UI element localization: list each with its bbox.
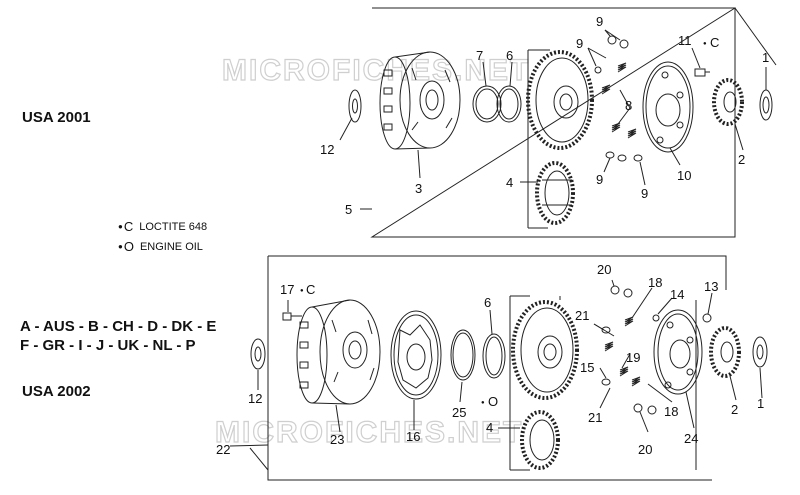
loctite-symbol: C [710, 35, 719, 50]
callout-14: 14 [670, 287, 684, 302]
part-14 [652, 314, 660, 322]
callout-6: 6 [484, 295, 491, 310]
legend-text: ENGINE OIL [139, 240, 203, 253]
callout-21: 21 [575, 308, 589, 323]
clutch-basket-3-top [379, 51, 461, 150]
callout-8: 8 [625, 98, 632, 113]
callout-22: 22 [216, 442, 230, 457]
variant-countries-line2: F - GR - I - J - UK - NL - P [20, 337, 196, 354]
callout-25: 25 [452, 405, 466, 420]
pressure-plate-24 [653, 309, 703, 395]
callout-18: 18 [648, 275, 662, 290]
gear-2-bottom [709, 326, 741, 378]
gear-4-top [535, 161, 575, 225]
bottom-assembly [229, 255, 768, 481]
bottom-callouts: 17 ● C 20 18 14 13 6 21 15 19 12 25 ● O … [216, 262, 764, 457]
ring-25 [450, 329, 476, 381]
callout-18: 18 [664, 404, 678, 419]
callout-15: 15 [580, 360, 594, 375]
callout-24: 24 [684, 431, 698, 446]
legend-engine-oil: ●O ENGINE OIL [118, 239, 203, 254]
callout-7: 7 [476, 48, 483, 63]
cups-9-top [594, 35, 643, 162]
oil-symbol: O [488, 394, 498, 409]
callout-12: 12 [320, 142, 334, 157]
callout-9: 9 [641, 186, 648, 201]
primary-gear-top [526, 50, 594, 150]
washer-1-top [759, 89, 773, 121]
gear-4-bottom [520, 410, 560, 470]
cups-20-bottom [601, 285, 657, 415]
screw-11-top [694, 68, 710, 77]
callout-4: 4 [506, 175, 513, 190]
variant-usa-2001: USA 2001 [22, 109, 91, 126]
legend-symbol: O [123, 239, 134, 254]
pressure-plate-10-top [642, 61, 694, 153]
callout-21: 21 [588, 410, 602, 425]
washer-12-top [348, 89, 362, 123]
loctite-symbol: C [306, 282, 315, 297]
callout-1: 1 [757, 396, 764, 411]
drop-icon: ● [118, 222, 123, 231]
nut-13 [702, 313, 712, 323]
clutch-basket-23 [296, 299, 381, 405]
callout-12: 12 [248, 391, 262, 406]
legend-text: LOCTITE 648 [139, 220, 208, 233]
callout-20: 20 [638, 442, 652, 457]
top-assembly [339, 7, 777, 238]
ring-6-top [496, 85, 522, 123]
callout-5: 5 [345, 202, 352, 217]
ring-6-bottom [482, 333, 506, 379]
springs-8-top [601, 62, 637, 139]
callout-1: 1 [762, 50, 769, 65]
callout-4: 4 [486, 420, 493, 435]
callout-13: 13 [704, 279, 718, 294]
drop-icon: ● [300, 288, 304, 294]
callout-9: 9 [576, 36, 583, 51]
variant-countries-line1: A - AUS - B - CH - D - DK - E [20, 318, 217, 335]
variant-usa-2002: USA 2002 [22, 383, 91, 400]
callout-6: 6 [506, 48, 513, 63]
callout-10: 10 [677, 168, 691, 183]
callout-16: 16 [406, 429, 420, 444]
drop-icon: ● [703, 41, 707, 47]
callout-19: 19 [626, 350, 640, 365]
ring-7-top [472, 85, 502, 123]
screw-17-bottom [282, 312, 302, 321]
callout-11: 11 [678, 33, 692, 48]
clutch-hub-16 [390, 310, 442, 400]
callout-20: 20 [597, 262, 611, 277]
callout-2: 2 [738, 152, 745, 167]
top-callouts: 9 9 11 ● C 1 7 6 8 12 2 3 4 5 9 9 10 [320, 14, 769, 217]
callout-9: 9 [596, 172, 603, 187]
callout-2: 2 [731, 402, 738, 417]
drop-icon: ● [118, 242, 123, 251]
washer-1-bottom [752, 336, 768, 368]
bottom-frame [249, 255, 727, 481]
legend-loctite: ●C LOCTITE 648 [118, 219, 207, 234]
callout-17: 17 [280, 282, 294, 297]
primary-gear-bottom [511, 300, 579, 400]
watermark-bottom: MICROFICHES.NET [215, 416, 523, 449]
gear-2-top [712, 78, 744, 126]
callout-9: 9 [596, 14, 603, 29]
drop-icon: ● [481, 400, 485, 406]
watermark-top: MICROFICHES.NET [222, 54, 530, 87]
callout-3: 3 [415, 181, 422, 196]
legend-symbol: C [123, 219, 134, 234]
callout-23: 23 [330, 432, 344, 447]
washer-12-bottom [250, 338, 266, 370]
